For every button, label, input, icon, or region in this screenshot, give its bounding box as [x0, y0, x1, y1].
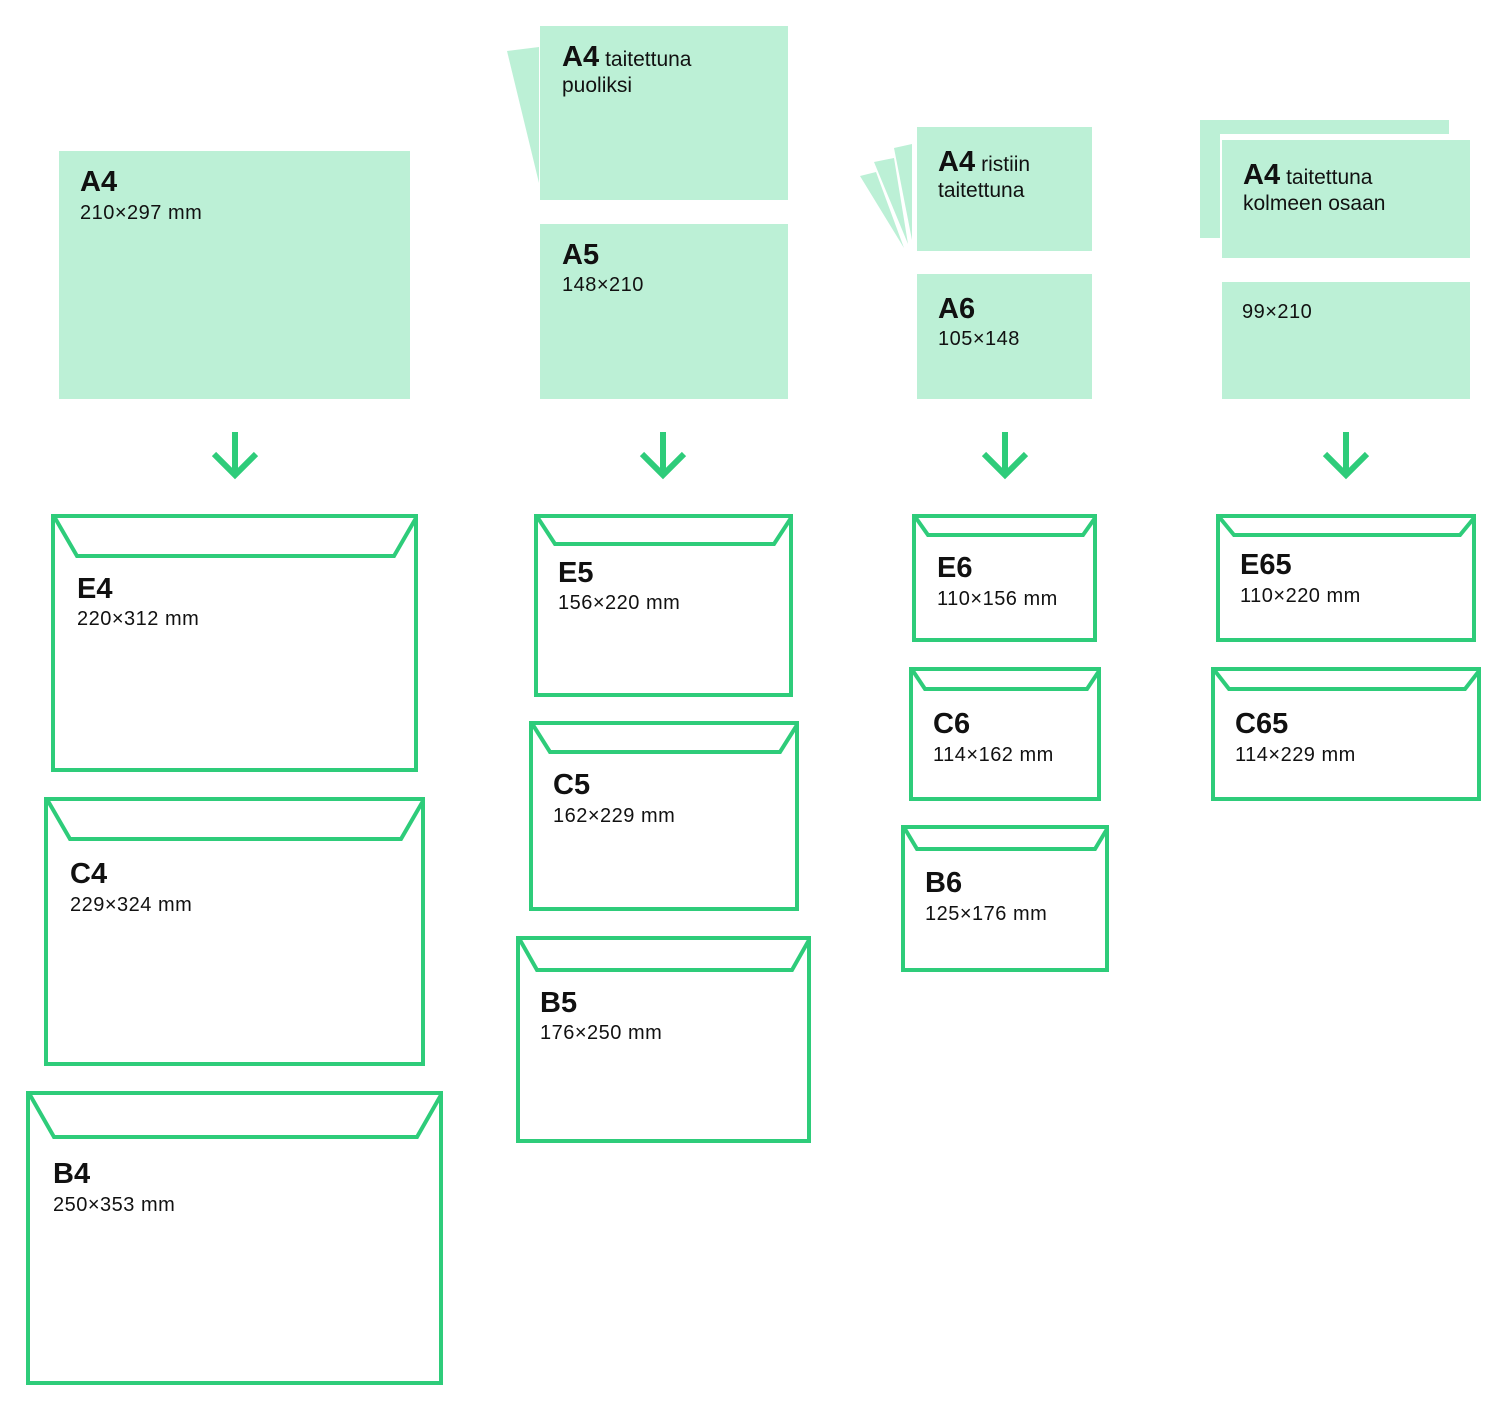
- envelope-c6: C6 114×162 mm: [909, 667, 1101, 801]
- paper-note: taitettuna: [1286, 166, 1373, 189]
- folded-paper-edges: [860, 144, 912, 248]
- envelope-code: E65: [1240, 549, 1292, 581]
- envelope-code: C6: [933, 708, 971, 740]
- paper-note-line2: taitettuna: [938, 179, 1025, 202]
- paper-note: ristiin: [981, 153, 1031, 176]
- envelope-size: 125×176 mm: [925, 903, 1048, 925]
- paper-code: A4: [1243, 159, 1281, 191]
- envelope-e65: E65 110×220 mm: [1216, 514, 1476, 642]
- envelope-size: 114×162 mm: [933, 744, 1054, 766]
- envelope-size: 162×229 mm: [553, 805, 676, 827]
- envelope-code: E5: [558, 557, 594, 589]
- envelope-size: 110×156 mm: [937, 588, 1058, 610]
- envelope-code: C5: [553, 769, 591, 801]
- paper-note-line2: puoliksi: [562, 74, 633, 97]
- arrow-down-icon: [211, 432, 259, 480]
- paper-size: 210×297 mm: [80, 202, 203, 224]
- envelope-code: B5: [540, 987, 578, 1019]
- envelope-e6: E6 110×156 mm: [912, 514, 1097, 642]
- paper-code: A6: [938, 293, 976, 325]
- envelope-size: 176×250 mm: [540, 1022, 663, 1044]
- envelope-c5: C5 162×229 mm: [529, 721, 799, 911]
- paper-size: 148×210: [562, 274, 644, 296]
- envelope-b4: B4 250×353 mm: [26, 1091, 443, 1385]
- envelope-size: 250×353 mm: [53, 1194, 176, 1216]
- envelope-code: E4: [77, 573, 113, 605]
- envelope-e5: E5 156×220 mm: [534, 514, 793, 697]
- envelope-code: C4: [70, 858, 108, 890]
- paper-code: A4: [938, 146, 976, 178]
- envelope-code: B4: [53, 1158, 91, 1190]
- paper-code: A5: [562, 239, 600, 271]
- folded-paper-edge: [507, 47, 539, 183]
- folded-paper-layers: [1200, 120, 1449, 238]
- envelope-size: 229×324 mm: [70, 894, 193, 916]
- envelope-b6: B6 125×176 mm: [901, 825, 1109, 972]
- arrow-down-icon: [1322, 432, 1370, 480]
- paper-a5: A5 148×210: [540, 224, 788, 399]
- paper-note: taitettuna: [605, 48, 692, 71]
- paper-size: 99×210: [1242, 301, 1313, 323]
- paper-one-third: 99×210: [1222, 282, 1470, 399]
- envelope-code: C65: [1235, 708, 1289, 740]
- arrow-down-icon: [981, 432, 1029, 480]
- envelope-size: 220×312 mm: [77, 608, 200, 630]
- envelope-code: B6: [925, 867, 963, 899]
- envelope-c65: C65 114×229 mm: [1211, 667, 1481, 801]
- paper-code: A4: [80, 166, 118, 198]
- paper-a4: A4 210×297 mm: [59, 151, 410, 399]
- paper-note-line2: kolmeen osaan: [1243, 192, 1386, 215]
- envelope-size: 110×220 mm: [1240, 585, 1361, 607]
- envelope-e4: E4 220×312 mm: [51, 514, 418, 772]
- envelope-b5: B5 176×250 mm: [516, 936, 811, 1143]
- envelope-c4: C4 229×324 mm: [44, 797, 425, 1066]
- envelope-code: E6: [937, 552, 973, 584]
- paper-a6: A6 105×148: [917, 274, 1092, 399]
- paper-size: 105×148: [938, 328, 1020, 350]
- paper-code: A4: [562, 41, 600, 73]
- envelope-size: 114×229 mm: [1235, 744, 1356, 766]
- envelope-size: 156×220 mm: [558, 592, 681, 614]
- arrow-down-icon: [639, 432, 687, 480]
